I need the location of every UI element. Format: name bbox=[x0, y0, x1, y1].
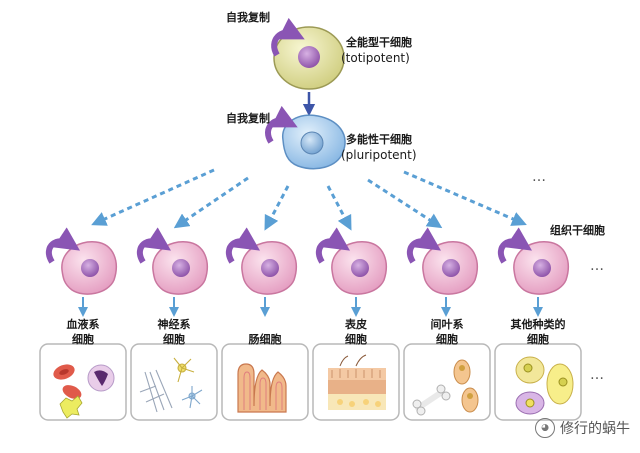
tissue-stem-cell bbox=[45, 227, 117, 295]
tissue-stem-cell bbox=[315, 227, 387, 295]
self-renew-arrow-icon bbox=[406, 227, 441, 264]
lineage-label-mesenchymal: 间叶系 bbox=[430, 318, 464, 331]
pluripotent-name: 多能性干细胞 bbox=[346, 133, 412, 146]
lineage-label-intestine: 肠细胞 bbox=[248, 333, 282, 346]
self-renew-label: 自我复制 bbox=[226, 11, 270, 24]
skin-illustration bbox=[328, 354, 386, 410]
pluripotent-english: (pluripotent) bbox=[341, 148, 417, 162]
intestine-illustration bbox=[237, 363, 287, 413]
tissue-stem-cell bbox=[136, 227, 208, 295]
ellipsis-bottom: … bbox=[590, 367, 605, 383]
ellipsis-mid: … bbox=[590, 258, 605, 274]
watermark: ◕ 修行的蜗牛 bbox=[535, 418, 630, 438]
self-renew-arrow-icon bbox=[271, 17, 305, 57]
lineage-label-mesenchymal-2: 细胞 bbox=[436, 333, 458, 346]
watermark-text: 修行的蜗牛 bbox=[560, 421, 630, 437]
wechat-icon: ◕ bbox=[535, 418, 555, 438]
self-renew-arrow-icon bbox=[497, 227, 532, 264]
lineage-panels bbox=[39, 343, 582, 421]
self-renew-arrow-icon bbox=[136, 227, 171, 264]
tissue-stem-cells bbox=[45, 227, 569, 295]
lineage-label-other: 其他种类的 bbox=[510, 318, 566, 331]
lineage-label-blood: 血液系 bbox=[66, 318, 100, 331]
lineage-label-nerve: 神经系 bbox=[157, 318, 191, 331]
self-renew-arrow-icon bbox=[315, 227, 350, 264]
lineage-label-other-2: 细胞 bbox=[527, 333, 549, 346]
self-renew-arrow-icon bbox=[265, 105, 298, 144]
mesenchymal-illustration bbox=[412, 359, 479, 416]
self-renew-label: 自我复制 bbox=[226, 112, 270, 125]
lineage-label-blood-2: 细胞 bbox=[72, 333, 94, 346]
differentiation-arrows bbox=[91, 168, 527, 231]
other-cells-illustration bbox=[515, 356, 574, 415]
blood-cells-illustration bbox=[53, 364, 115, 419]
tissue-stem-cell bbox=[225, 227, 297, 295]
self-renew-arrow-icon bbox=[225, 227, 260, 264]
tissue-stem-label: 组织干细胞 bbox=[550, 224, 605, 237]
nerve-cells-illustration bbox=[139, 357, 203, 413]
lineage-arrows bbox=[78, 297, 543, 317]
tissue-stem-cell bbox=[406, 227, 478, 295]
pluripotent-cell bbox=[282, 114, 346, 170]
totipotent-english: (totipotent) bbox=[341, 51, 410, 65]
lineage-label-skin: 表皮 bbox=[345, 318, 367, 331]
ellipsis-top: … bbox=[532, 169, 547, 185]
lineage-label-nerve-2: 细胞 bbox=[163, 333, 185, 346]
tissue-stem-cell bbox=[497, 227, 569, 295]
self-renew-arrow-icon bbox=[45, 227, 80, 264]
totipotent-name: 全能型干细胞 bbox=[346, 36, 412, 49]
lineage-label-skin-2: 细胞 bbox=[345, 333, 367, 346]
totipotent-cell bbox=[273, 26, 345, 90]
